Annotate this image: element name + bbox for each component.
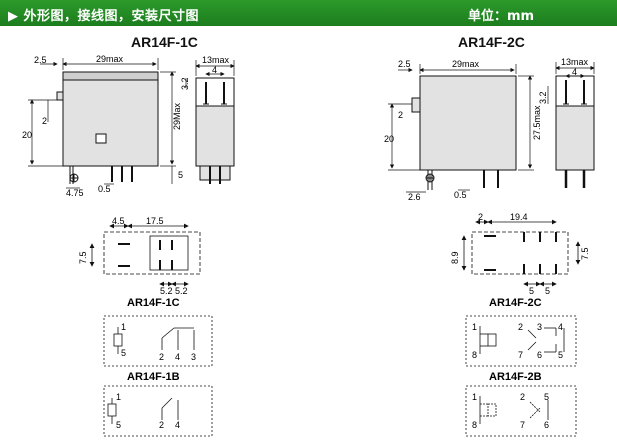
pcb-label-right: AR14F-2C bbox=[489, 297, 542, 309]
pin-1c-4: 4 bbox=[175, 352, 180, 362]
dim-pin-a-left: 4.75 bbox=[66, 188, 84, 198]
section-title: ▶ 外形图，接线图，安装尺寸图 bbox=[8, 9, 200, 24]
dim-height-20-right: 20 bbox=[384, 134, 394, 144]
pin-2c-6: 6 bbox=[537, 350, 542, 360]
pcb-dim1-right: 2 bbox=[478, 212, 483, 222]
dim-small-2-left: 2 bbox=[42, 116, 47, 126]
pcb-dim1-left: 4.5 bbox=[112, 216, 125, 226]
dim-side-small-left: 3.2 bbox=[180, 77, 190, 90]
pin-2c-5: 5 bbox=[558, 350, 563, 360]
dim-width-left: 29max bbox=[96, 54, 124, 64]
dim-side-inner-right: 4 bbox=[572, 67, 577, 77]
dim-side-small-right: 3.2 bbox=[538, 91, 548, 104]
dim-top-left: 2.5 bbox=[34, 55, 47, 65]
wiring-2b bbox=[465, 385, 577, 437]
dim-height-max-left: 29Max bbox=[172, 102, 182, 130]
pin-2b-5: 5 bbox=[544, 392, 549, 402]
pcb-dim4-left: 5.2 bbox=[160, 286, 173, 296]
dim-side-width-left: 13max bbox=[202, 55, 230, 65]
dim-side-inner-left: 4 bbox=[212, 65, 217, 75]
dim-height-max-right: 27.5max bbox=[532, 105, 542, 140]
section-header: ▶ 外形图，接线图，安装尺寸图 单位：mm bbox=[0, 0, 617, 26]
dim-side-width-right: 13max bbox=[561, 57, 589, 67]
pcb-dim6-right: 5 bbox=[545, 286, 550, 296]
pin-1b-2: 2 bbox=[159, 420, 164, 430]
pcb-dim3-left: 7.5 bbox=[78, 251, 88, 264]
pcb-dim2-right: 19.4 bbox=[510, 212, 528, 222]
pin-1b-4: 4 bbox=[175, 420, 180, 430]
pin-2b-1: 1 bbox=[472, 392, 477, 402]
pin-2c-7: 7 bbox=[518, 350, 523, 360]
side-view-1c bbox=[195, 77, 235, 184]
dim-height-20-left: 20 bbox=[22, 130, 32, 140]
pcb-dim2-left: 17.5 bbox=[146, 216, 164, 226]
pin-1b-1: 1 bbox=[116, 392, 121, 402]
dims-front-1c bbox=[28, 58, 176, 189]
dim-pin-b-left: 0.5 bbox=[98, 184, 111, 194]
model-title-right: AR14F-2C bbox=[458, 34, 525, 50]
pin-2c-8: 8 bbox=[472, 350, 477, 360]
pin-2c-1: 1 bbox=[472, 322, 477, 332]
pcb-dim4-right: 7.5 bbox=[580, 247, 590, 260]
wiring-1c bbox=[103, 315, 213, 367]
pcb-label-left: AR14F-1C bbox=[127, 297, 180, 309]
label-2b: AR14F-2B bbox=[489, 371, 542, 383]
dim-small-2-right: 2 bbox=[398, 110, 403, 120]
front-view-2c bbox=[411, 75, 517, 190]
pcb-layout-2c bbox=[461, 219, 581, 287]
dims-side-1c bbox=[185, 60, 235, 88]
pin-1b-5: 5 bbox=[116, 420, 121, 430]
dim-width-right: 29max bbox=[452, 59, 480, 69]
pin-1c-2: 2 bbox=[159, 352, 164, 362]
dim-top-right: 2.5 bbox=[398, 59, 411, 69]
model-title-left: AR14F-1C bbox=[131, 34, 198, 50]
unit-label: 单位：mm bbox=[468, 9, 535, 24]
pcb-dim5-right: 5 bbox=[529, 286, 534, 296]
front-view-1c bbox=[56, 71, 159, 184]
label-1b: AR14F-1B bbox=[127, 371, 180, 383]
pin-2c-2: 2 bbox=[518, 322, 523, 332]
side-view-2c bbox=[555, 75, 595, 188]
wiring-2c bbox=[465, 315, 577, 367]
pin-2b-2: 2 bbox=[520, 392, 525, 402]
pcb-layout-1c bbox=[89, 223, 201, 287]
pin-1c-5: 5 bbox=[121, 348, 126, 358]
pin-2c-4: 4 bbox=[558, 322, 563, 332]
pin-1c-3: 3 bbox=[191, 352, 196, 362]
pin-2c-3: 3 bbox=[537, 322, 542, 332]
pin-2b-7: 7 bbox=[520, 420, 525, 430]
dim-pin-b-right: 0.5 bbox=[454, 190, 467, 200]
dim-bottom-5-left: 5 bbox=[178, 170, 183, 180]
pin-1c-1: 1 bbox=[121, 322, 126, 332]
pin-2b-8: 8 bbox=[472, 420, 477, 430]
pcb-dim3-right: 8.9 bbox=[450, 251, 460, 264]
pin-2b-6: 6 bbox=[544, 420, 549, 430]
dims-front-2c bbox=[388, 64, 534, 193]
dim-pin-a-right: 2.6 bbox=[408, 192, 421, 202]
wiring-1b bbox=[103, 385, 213, 437]
pcb-dim5-left: 5.2 bbox=[175, 286, 188, 296]
dims-side-2c bbox=[547, 62, 595, 104]
